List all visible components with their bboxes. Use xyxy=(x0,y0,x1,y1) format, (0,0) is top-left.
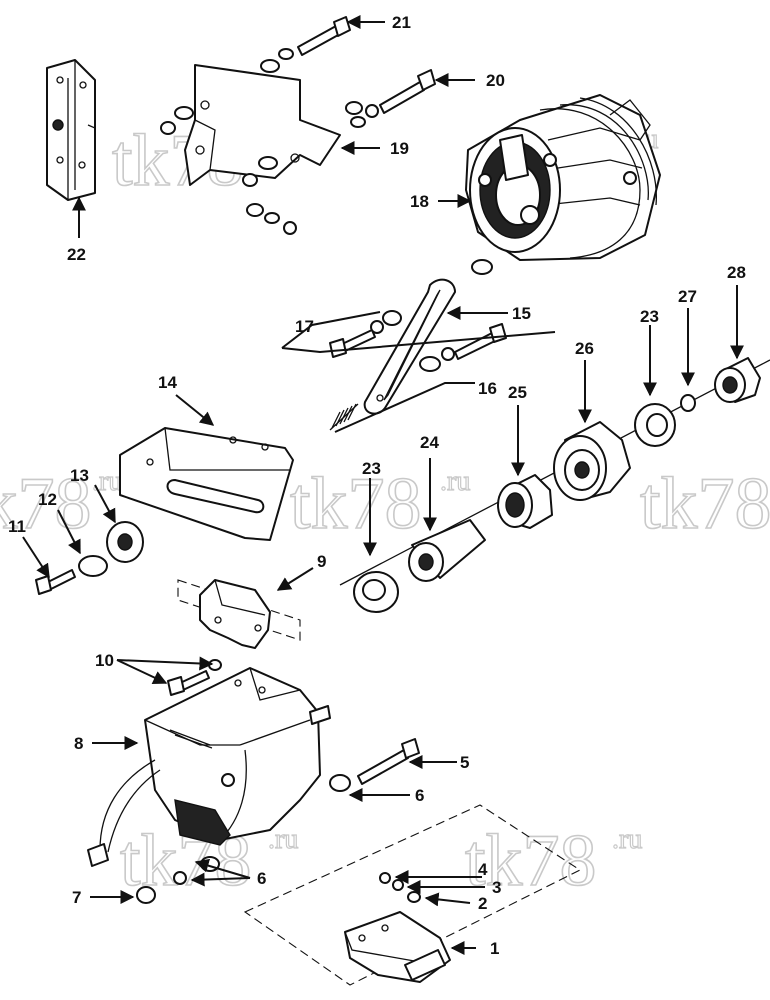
callout-26: 26 xyxy=(575,339,594,358)
part-13-gear-nut xyxy=(106,521,144,563)
callout-9: 9 xyxy=(317,552,326,571)
part-2-nut xyxy=(407,891,421,903)
callout-7: 7 xyxy=(72,888,81,907)
leader-lines xyxy=(22,15,744,955)
callout-14: 14 xyxy=(158,373,177,392)
washer-18 xyxy=(471,259,493,275)
callout-6-right: 6 xyxy=(415,786,424,805)
callout-15: 15 xyxy=(512,304,531,323)
part-5-bolt xyxy=(357,738,420,785)
part-4-washer xyxy=(379,872,391,884)
callout-4: 4 xyxy=(478,860,488,879)
svg-text:.ru: .ru xyxy=(440,466,470,497)
part-26-pulley xyxy=(553,421,631,501)
part-7-nut xyxy=(136,886,156,904)
callout-25: 25 xyxy=(508,383,527,402)
part-8-motor xyxy=(87,667,331,867)
part-19-mount-bracket xyxy=(160,48,366,235)
callout-23-left: 23 xyxy=(362,459,381,478)
callout-13: 13 xyxy=(70,466,89,485)
part-14-slotted-plate xyxy=(119,427,294,541)
part-21-bolt xyxy=(297,16,351,56)
part-22-angle-bracket xyxy=(46,59,96,201)
part-15-adjuster-strap xyxy=(363,278,456,415)
part-17-bolt-set xyxy=(329,310,402,358)
part-28-nut xyxy=(714,357,761,403)
svg-text:tk78: tk78 xyxy=(290,463,422,545)
part-6-washer-right xyxy=(329,774,351,792)
part-11-bolt xyxy=(35,569,76,595)
part-6-lockwasher-left xyxy=(173,871,187,885)
part-9-support-bracket xyxy=(177,579,301,649)
watermark-4: tk78 .ru xyxy=(289,462,471,546)
callout-23-right: 23 xyxy=(640,307,659,326)
part-12-washer xyxy=(78,555,108,577)
callout-6-left: 6 xyxy=(257,869,266,888)
part-24-sleeve xyxy=(408,519,486,582)
callout-21: 21 xyxy=(392,13,411,32)
callout-22: 22 xyxy=(67,245,86,264)
watermark-5: tk78 xyxy=(639,462,770,546)
callout-28: 28 xyxy=(727,263,746,282)
callout-10: 10 xyxy=(95,651,114,670)
callout-11: 11 xyxy=(8,517,26,536)
callout-labels: 1 2 3 4 5 6 6 7 8 9 10 11 12 13 14 15 16… xyxy=(8,13,746,958)
part-25-bearing xyxy=(497,474,553,529)
part-3-lockwasher xyxy=(392,879,404,891)
watermark-3: tk78 .ru xyxy=(0,462,123,546)
callout-2: 2 xyxy=(478,894,487,913)
callout-1: 1 xyxy=(490,939,499,958)
part-23-spacer-left xyxy=(353,571,399,613)
callout-8: 8 xyxy=(74,734,83,753)
part-27-ring xyxy=(680,394,696,412)
svg-text:.ru: .ru xyxy=(92,466,122,497)
callout-3: 3 xyxy=(492,878,501,897)
callout-19: 19 xyxy=(390,139,409,158)
svg-text:.ru: .ru xyxy=(268,824,298,855)
part-1-base-bracket xyxy=(243,804,582,986)
watermark-7: tk78 .ru xyxy=(464,819,643,903)
callout-27: 27 xyxy=(678,287,697,306)
svg-text:tk78: tk78 xyxy=(465,820,597,902)
part-20-bolt xyxy=(365,69,436,118)
callout-17: 17 xyxy=(295,317,314,336)
part-18-alternator xyxy=(465,94,661,261)
callout-24: 24 xyxy=(420,433,439,452)
svg-text:.ru: .ru xyxy=(612,824,642,855)
part-23-spacer-right xyxy=(634,403,676,447)
callout-20: 20 xyxy=(486,71,505,90)
callout-5: 5 xyxy=(460,753,469,772)
svg-text:tk78: tk78 xyxy=(640,463,770,545)
callout-12: 12 xyxy=(38,490,57,509)
callout-16: 16 xyxy=(478,379,497,398)
callout-18: 18 xyxy=(410,192,429,211)
svg-text:tk78: tk78 xyxy=(0,463,92,545)
